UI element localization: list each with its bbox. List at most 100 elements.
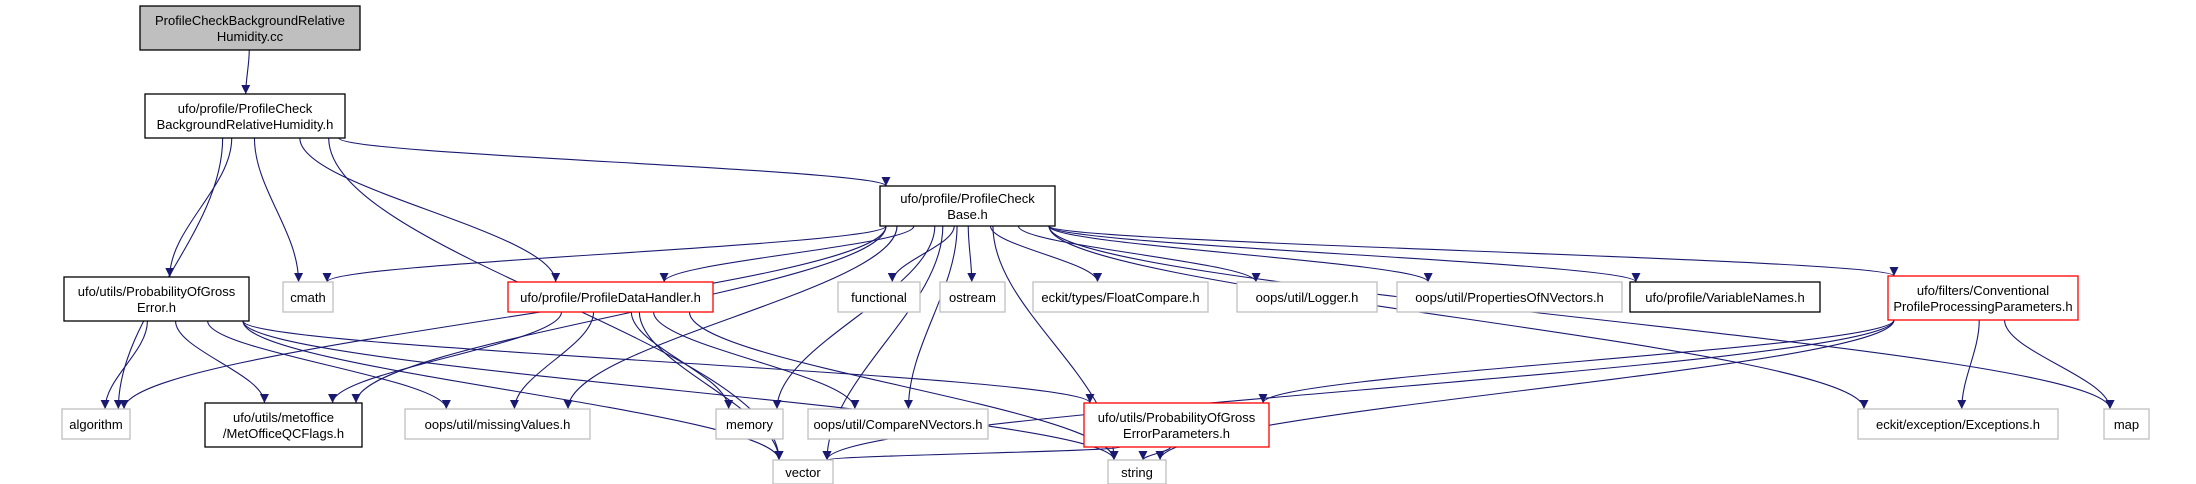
node-pogep[interactable]: ufo/utils/ProbabilityOfGrossErrorParamet…	[1083, 402, 1270, 448]
node-label-string-line-0: string	[1121, 465, 1153, 480]
edge-pog-to-metoffice	[175, 320, 269, 404]
edge-pcbase-to-propsnv	[1048, 225, 1433, 283]
node-varnames[interactable]: ufo/profile/VariableNames.h	[1629, 281, 1821, 313]
node-label-metoffice-line-1: /MetOfficeQCFlags.h	[223, 426, 344, 441]
node-label-memory-line-0: memory	[726, 417, 773, 432]
node-label-pcbase-line-1: Base.h	[947, 207, 987, 222]
node-box-pdh	[507, 281, 714, 313]
edge-pcbase-to-algorithm	[119, 225, 887, 410]
edge-pdh-to-comparenv	[653, 311, 860, 410]
node-string: string	[1107, 459, 1167, 484]
node-label-root-line-1: Humidity.cc	[217, 29, 284, 44]
node-box-pog	[63, 276, 250, 322]
node-box-cmath	[282, 281, 334, 313]
node-label-pog-line-0: ufo/utils/ProbabilityOfGross	[78, 284, 236, 299]
node-label-comparenv-line-0: oops/util/CompareNVectors.h	[813, 417, 982, 432]
node-ostream: ostream	[939, 281, 1006, 313]
edge-pcbase-to-exceptions	[1048, 225, 1869, 410]
node-box-floatcompare	[1032, 281, 1209, 313]
node-box-comparenv	[807, 408, 989, 440]
node-pcbrh[interactable]: ufo/profile/ProfileCheckBackgroundRelati…	[144, 93, 346, 139]
node-label-cppp-line-1: ProfileProcessingParameters.h	[1893, 299, 2072, 314]
edge-pogep-to-vector	[823, 446, 1122, 461]
node-box-metoffice	[204, 402, 363, 448]
node-label-metoffice-line-0: ufo/utils/metoffice	[233, 410, 334, 425]
node-box-algorithm	[61, 408, 131, 440]
node-label-missing-line-0: oops/util/missingValues.h	[425, 417, 571, 432]
node-root[interactable]: ProfileCheckBackgroundRelativeHumidity.c…	[139, 5, 361, 51]
node-memory: memory	[715, 408, 784, 440]
node-box-string	[1107, 459, 1167, 484]
edge-pcbase-to-varnames	[1048, 225, 1641, 283]
node-algorithm: algorithm	[61, 408, 131, 440]
edge-pcbrh-to-pog	[165, 137, 233, 278]
node-label-pcbrh-line-0: ufo/profile/ProfileCheck	[178, 101, 313, 116]
node-map: map	[2103, 408, 2150, 440]
edge-cppp-to-exceptions	[1957, 319, 1980, 410]
node-label-logger-line-0: oops/util/Logger.h	[1256, 290, 1359, 305]
dependency-edges	[100, 49, 2115, 461]
node-logger: oops/util/Logger.h	[1236, 281, 1378, 313]
node-metoffice[interactable]: ufo/utils/metoffice/MetOfficeQCFlags.h	[204, 402, 363, 448]
node-pdh[interactable]: ufo/profile/ProfileDataHandler.h	[507, 281, 714, 313]
node-label-varnames-line-0: ufo/profile/VariableNames.h	[1645, 290, 1804, 305]
node-functional: functional	[837, 281, 921, 313]
edge-cppp-to-map	[2003, 319, 2115, 410]
node-floatcompare: eckit/types/FloatCompare.h	[1032, 281, 1209, 313]
node-cppp[interactable]: ufo/filters/ConventionalProfileProcessin…	[1887, 275, 2079, 321]
edge-pcbase-to-floatcompare	[989, 225, 1103, 283]
node-label-algorithm-line-0: algorithm	[69, 417, 122, 432]
node-box-cppp	[1887, 275, 2079, 321]
edge-pcbase-to-functional	[887, 225, 955, 283]
node-box-root	[139, 5, 361, 51]
dependency-nodes: ProfileCheckBackgroundRelativeHumidity.c…	[61, 5, 2150, 484]
edge-pcbase-to-cppp	[1048, 225, 1899, 277]
edge-pcbrh-to-pdh	[299, 137, 561, 283]
edge-pcbase-to-pdh	[659, 225, 915, 283]
edge-cppp-to-pogep	[1258, 319, 1895, 404]
node-box-missing	[404, 408, 591, 440]
node-label-ostream-line-0: ostream	[949, 290, 996, 305]
node-label-pdh-line-0: ufo/profile/ProfileDataHandler.h	[520, 290, 701, 305]
node-propsnv: oops/util/PropertiesOfNVectors.h	[1396, 281, 1623, 313]
edge-pcbase-to-metoffice	[351, 225, 887, 404]
node-box-pcbrh	[144, 93, 346, 139]
node-box-ostream	[939, 281, 1006, 313]
edge-pcbase-to-map	[1048, 225, 2115, 410]
node-label-pcbase-line-0: ufo/profile/ProfileCheck	[900, 191, 1035, 206]
edge-pcbase-to-comparenv	[903, 225, 958, 410]
edge-pcbase-to-logger	[1017, 225, 1261, 283]
edge-pog-to-string	[242, 320, 1119, 461]
node-missing: oops/util/missingValues.h	[404, 408, 591, 440]
edge-pog-to-vector	[242, 320, 784, 461]
edge-pog-to-algorithm	[100, 320, 148, 410]
edge-pog-to-pogep	[242, 320, 1095, 404]
node-box-logger	[1236, 281, 1378, 313]
node-label-cmath-line-0: cmath	[290, 290, 325, 305]
edge-pcbase-to-cmath	[322, 225, 887, 283]
node-label-functional-line-0: functional	[851, 290, 907, 305]
node-box-memory	[715, 408, 784, 440]
node-label-pcbrh-line-1: BackgroundRelativeHumidity.h	[157, 117, 334, 132]
node-box-varnames	[1629, 281, 1821, 313]
node-label-map-line-0: map	[2114, 417, 2139, 432]
edge-pcbase-to-ostream	[967, 225, 977, 283]
edge-pcbase-to-missing	[563, 225, 898, 410]
node-label-propsnv-line-0: oops/util/PropertiesOfNVectors.h	[1415, 290, 1604, 305]
edge-pcbrh-to-algorithm	[113, 137, 224, 410]
edge-pdh-to-vector	[638, 311, 784, 461]
node-label-floatcompare-line-0: eckit/types/FloatCompare.h	[1041, 290, 1199, 305]
node-label-pogep-line-0: ufo/utils/ProbabilityOfGross	[1098, 410, 1256, 425]
node-exceptions: eckit/exception/Exceptions.h	[1857, 408, 2059, 440]
node-label-pogep-line-1: ErrorParameters.h	[1123, 426, 1230, 441]
node-comparenv: oops/util/CompareNVectors.h	[807, 408, 989, 440]
node-box-vector	[772, 459, 834, 484]
node-box-pcbase	[879, 185, 1056, 227]
edge-pcbrh-to-cmath	[253, 137, 304, 283]
edge-pcbase-to-memory	[772, 225, 936, 410]
node-box-propsnv	[1396, 281, 1623, 313]
node-box-functional	[837, 281, 921, 313]
